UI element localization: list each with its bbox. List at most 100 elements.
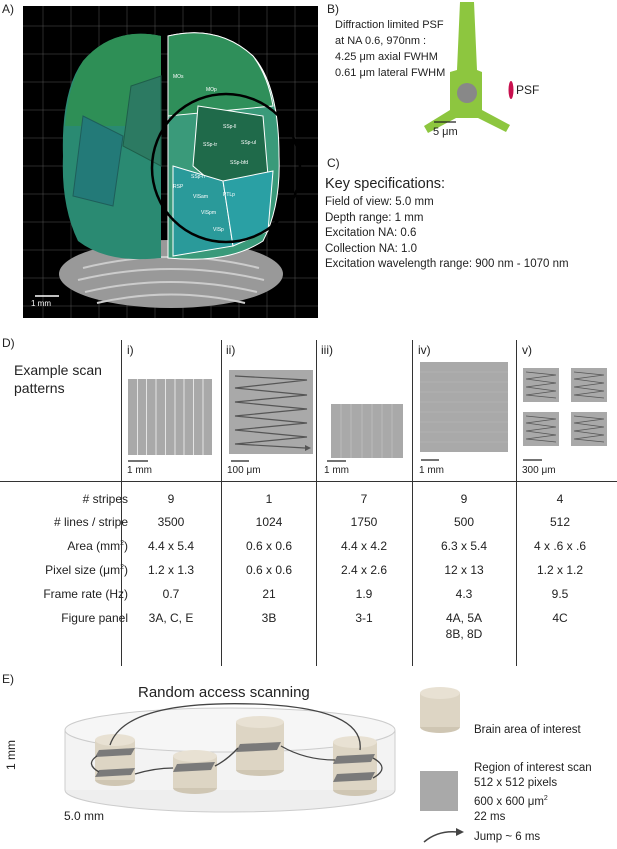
column-divider [221, 340, 222, 666]
column-divider [516, 340, 517, 666]
nucleus [457, 83, 477, 103]
panel-e-label: E) [2, 672, 14, 686]
legend-cylinder-icon [420, 687, 460, 733]
row-label-stripes: # stripes [82, 492, 128, 506]
scale-label-iv: 1 mm [419, 465, 444, 476]
psf-label: PSF [516, 83, 540, 97]
region-label-vispm: VISpm [201, 210, 216, 216]
region-label-sspn: SSp-n [191, 174, 205, 180]
column-label-iv: iv) [418, 343, 431, 357]
legend-jump-label: Jump ~ 6 ms [474, 831, 541, 843]
region-label-sspbfd: SSp-bfd [230, 160, 248, 166]
psf-line1: Diffraction limited PSF [335, 19, 444, 31]
legend-roi-text: Region of interest scan 512 x 512 pixels… [474, 762, 592, 823]
column-label-ii: ii) [226, 343, 236, 357]
psf-text: Diffraction limited PSF at NA 0.6, 970nm… [335, 17, 445, 81]
table-cell: 12 x 13 [444, 563, 484, 577]
region-label-sspll: SSp-ll [223, 124, 236, 130]
specs-title: Key specifications: [325, 176, 446, 192]
brain-map: MOs MOp SSp-ll SSp-ul SSp-tr SSp-bfd SSp… [23, 6, 318, 318]
psf-line3: 4.25 μm axial FWHM [335, 51, 438, 63]
table-cell: 3A, C, E [148, 611, 194, 625]
specs-list: Field of view: 5.0 mm Depth range: 1 mm … [325, 195, 569, 273]
table-cell: 4.4 x 5.4 [147, 539, 195, 553]
table-cell: 4.3 [455, 587, 473, 601]
table-cell: 0.6 x 0.6 [245, 539, 293, 553]
panel-d-label: D) [2, 336, 15, 350]
table-cell: 1.2 x 1.3 [147, 563, 195, 577]
scale-label-v: 300 μm [522, 465, 556, 476]
scan-pattern-iv [420, 362, 508, 461]
region-label-sspul: SSp-ul [241, 140, 256, 146]
table-cell: 1 [265, 492, 273, 506]
row-label-pixel: Pixel size (μm2) [45, 563, 128, 577]
scan-pattern-v [523, 368, 607, 461]
row-label-figure: Figure panel [61, 611, 128, 625]
column-divider [412, 340, 413, 666]
table-cell: 4C [552, 611, 568, 625]
table-cell: 9 [167, 492, 175, 506]
psf-ellipse [508, 81, 514, 99]
table-cell: 3500 [157, 515, 185, 529]
table-cell: 1750 [350, 515, 378, 529]
brain-area-cylinder [333, 736, 377, 796]
roi-scans [95, 742, 375, 782]
column-label-i: i) [127, 343, 134, 357]
table-cell: 3-1 [355, 611, 373, 625]
brain-scale-label: 1 mm [31, 299, 51, 308]
legend-brain-label: Brain area of interest [474, 724, 581, 736]
table-cell: 1.9 [355, 587, 373, 601]
brain-area-cylinder [95, 734, 135, 786]
column-label-iii: iii) [321, 343, 333, 357]
table-cell: 9.5 [551, 587, 569, 601]
row-label-area: Area (mm2) [67, 539, 128, 553]
region-label-ptlp: PTLp [223, 192, 235, 198]
psf-scale-label: 5 μm [433, 126, 458, 138]
random-access-title: Random access scanning [138, 684, 310, 701]
column-divider [121, 340, 122, 666]
row-label-lines: # lines / stripe [53, 515, 128, 529]
brain-area-cylinder [173, 750, 217, 794]
scan-pattern-iii [327, 404, 403, 462]
psf-line4: 0.61 μm lateral FWHM [335, 67, 446, 79]
table-cell: 1024 [255, 515, 283, 529]
fov-circle [150, 92, 302, 244]
table-cell: 512 [549, 515, 571, 529]
table-cell: 4 x .6 x .6 [533, 539, 587, 553]
panel-a-label: A) [2, 2, 14, 16]
depth-label: 1 mm [4, 740, 18, 770]
table-cell: 6.3 x 5.4 [440, 539, 488, 553]
scan-pattern-ii [229, 370, 313, 462]
region-label-rsp: RSP [173, 184, 184, 190]
table-cell: 4.4 x 4.2 [340, 539, 388, 553]
row-label-frame-rate: Frame rate (Hz) [43, 587, 128, 601]
spec-item: Collection NA: 1.0 [325, 242, 418, 255]
scale-label-iii: 1 mm [324, 465, 349, 476]
table-header-rule [0, 481, 617, 482]
table-cell: 500 [453, 515, 475, 529]
column-divider [316, 340, 317, 666]
neuron-diagram [424, 2, 514, 133]
scan-heading-line1: Example scan [14, 362, 102, 378]
table-cell: 21 [262, 587, 276, 601]
table-cell: 4 [556, 492, 564, 506]
cerebellum [59, 240, 283, 308]
scale-label-ii: 100 μm [227, 465, 261, 476]
table-cell: 1.2 x 1.2 [536, 563, 584, 577]
table-cell: 0.7 [162, 587, 180, 601]
table-cell: 8B, 8D [445, 627, 483, 641]
spec-item: Depth range: 1 mm [325, 211, 424, 224]
scan-heading: Example scan patterns [14, 361, 102, 397]
table-cell: 9 [460, 492, 468, 506]
spec-item: Excitation NA: 0.6 [325, 227, 417, 239]
scan-pattern-i [128, 379, 212, 462]
legend-roi-icon [420, 771, 458, 811]
region-label-mop: MOp [206, 87, 217, 93]
region-label-ssptr: SSp-tr [203, 142, 218, 148]
table-cell: 7 [360, 492, 368, 506]
psf-line2: at NA 0.6, 970nm : [335, 35, 427, 47]
random-access-diagram [64, 703, 396, 813]
table-cell: 4A, 5A [445, 611, 483, 625]
legend-jump-arrow-icon [423, 828, 464, 843]
jump-arrows [90, 703, 383, 779]
